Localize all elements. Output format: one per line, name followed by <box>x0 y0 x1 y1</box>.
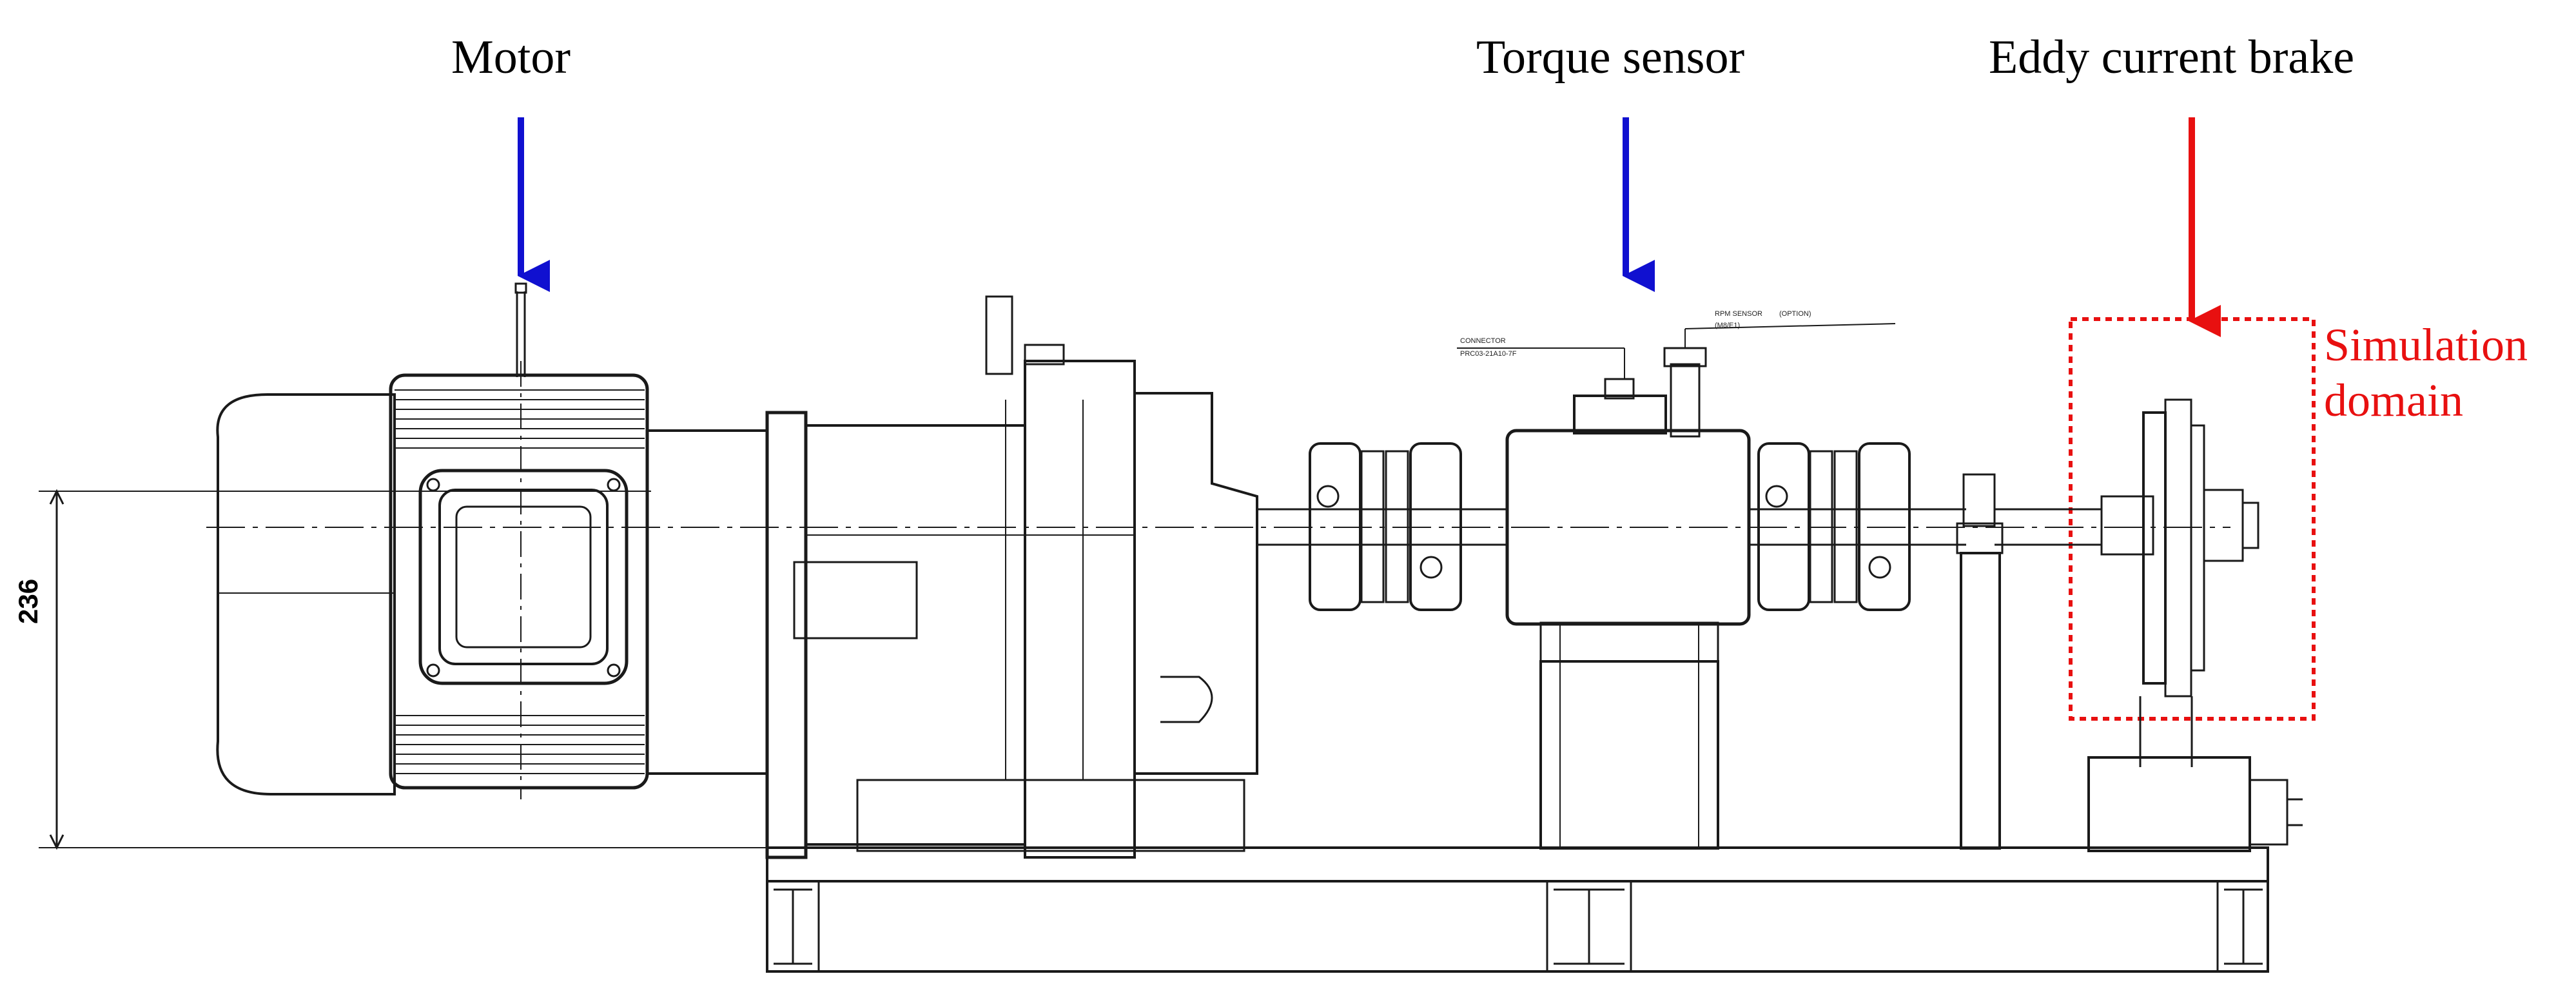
coupling-1-drawing <box>1257 442 1508 611</box>
rpm-part-note: (M8/E1) <box>1715 322 1740 329</box>
simulation-domain-label: Simulation domain <box>2324 317 2528 428</box>
base-frame-drawing <box>766 846 2269 973</box>
gearbox-drawing <box>765 295 1258 859</box>
dimension-236 <box>39 489 774 850</box>
rpm-option-note: (OPTION) <box>1779 310 1811 318</box>
simulation-domain-label-line1: Simulation <box>2324 319 2528 371</box>
rpm-sensor-note: RPM SENSOR <box>1715 310 1762 318</box>
eddy-current-brake-drawing <box>2087 398 2303 852</box>
torque-sensor-drawing <box>1457 323 1896 850</box>
motor-drawing <box>216 282 768 799</box>
simulation-domain-label-line2: domain <box>2324 375 2463 426</box>
connector-part-note: PRC03-21A10-7F <box>1460 350 1517 358</box>
eddy-current-brake-label: Eddy current brake <box>1989 31 2355 84</box>
torque-sensor-label: Torque sensor <box>1476 31 1745 84</box>
motor-label: Motor <box>451 31 571 84</box>
bearing-support-drawing <box>1956 473 2102 850</box>
connector-note: CONNECTOR <box>1460 337 1506 345</box>
coupling-2-drawing <box>1749 442 1966 611</box>
simulation-domain-box <box>2069 317 2316 721</box>
